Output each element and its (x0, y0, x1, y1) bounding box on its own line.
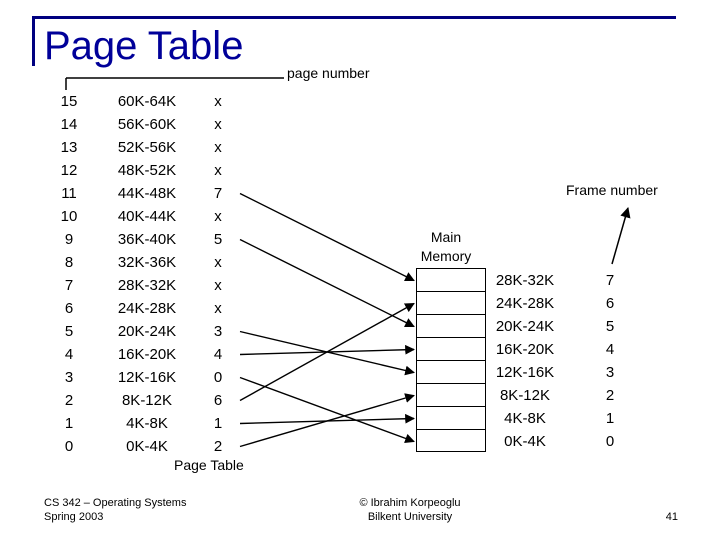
memory-range-label: 20K-24K (495, 318, 555, 335)
frame-number-cell: 7 (213, 185, 223, 202)
memory-slot (417, 269, 485, 292)
page-number-cell: 3 (64, 369, 74, 386)
footer-course: CS 342 – Operating Systems (44, 497, 187, 509)
memory-slot (417, 338, 485, 361)
frame-number-cell: x (214, 116, 222, 133)
page-to-frame-arrow (239, 413, 415, 425)
frame-number-cell: x (214, 162, 222, 179)
title-rule-horizontal (32, 16, 676, 19)
page-to-frame-arrow (239, 344, 415, 356)
frame-number-arrow (611, 206, 631, 265)
memory-slot (417, 407, 485, 430)
page-table-caption: Page Table (174, 457, 244, 473)
page-to-frame-arrow (239, 302, 415, 402)
page-to-frame-arrow (239, 192, 415, 282)
page-number-cell: 0 (64, 438, 74, 455)
address-range-cell: 0K-4K (126, 438, 168, 455)
mapping-arrows (239, 192, 415, 448)
memory-frame-label: 1 (605, 410, 615, 427)
address-range-cell: 40K-44K (117, 208, 177, 225)
page-number-label: page number (287, 65, 370, 81)
memory-frame-label: 0 (605, 433, 615, 450)
page-to-frame-arrow (239, 376, 415, 444)
memory-slot (417, 361, 485, 384)
page-number-cell: 9 (64, 231, 74, 248)
footer-page-number: 41 (665, 511, 678, 523)
memory-frame-label: 4 (605, 341, 615, 358)
page-number-cell: 11 (61, 185, 77, 202)
frame-number-cell: x (214, 277, 222, 294)
memory-range-label: 8K-12K (499, 387, 551, 404)
memory-slot (417, 384, 485, 407)
memory-range-label: 16K-20K (495, 341, 555, 358)
main-memory-box (416, 268, 486, 452)
address-range-cell: 12K-16K (117, 369, 177, 386)
page-number-cell: 6 (64, 300, 74, 317)
page-number-cell: 12 (60, 162, 78, 179)
title-rule-vertical (32, 16, 35, 66)
page-to-frame-arrow (239, 393, 415, 448)
memory-frame-label: 2 (605, 387, 615, 404)
frame-number-cell: 5 (213, 231, 223, 248)
page-number-cell: 1 (64, 415, 74, 432)
frame-number-cell: x (214, 254, 222, 271)
address-range-cell: 32K-36K (117, 254, 177, 271)
page-number-cell: 10 (60, 208, 78, 225)
address-range-cell: 48K-52K (117, 162, 177, 179)
address-range-cell: 56K-60K (117, 116, 177, 133)
page-number-cell: 2 (64, 392, 74, 409)
address-range-cell: 28K-32K (117, 277, 177, 294)
memory-slot (417, 430, 485, 453)
frame-number-cell: 4 (213, 346, 223, 363)
page-number-cell: 15 (60, 93, 78, 110)
memory-range-label: 0K-4K (504, 433, 546, 450)
frame-number-cell: 1 (213, 415, 223, 432)
frame-number-cell: 0 (213, 369, 223, 386)
footer-term: Spring 2003 (44, 511, 104, 523)
main-memory-label: Main Memory (420, 229, 472, 264)
address-range-cell: 44K-48K (117, 185, 177, 202)
page-number-cell: 14 (60, 116, 78, 133)
address-range-cell: 60K-64K (117, 93, 177, 110)
address-range-cell: 24K-28K (117, 300, 177, 317)
page-number-cell: 13 (60, 139, 78, 156)
address-range-cell: 8K-12K (121, 392, 173, 409)
footer-author: © Ibrahim Korpeoglu (359, 497, 461, 509)
page-number-cell: 5 (64, 323, 74, 340)
memory-range-label: 24K-28K (495, 295, 555, 312)
frame-number-cell: 3 (213, 323, 223, 340)
frame-number-cell: x (214, 93, 222, 110)
frame-number-cell: 2 (213, 438, 223, 455)
memory-slot (417, 315, 485, 338)
address-range-cell: 16K-20K (117, 346, 177, 363)
frame-number-cell: x (214, 208, 222, 225)
page-to-frame-arrow (239, 238, 415, 328)
memory-slot (417, 292, 485, 315)
memory-frame-label: 5 (605, 318, 615, 335)
page-to-frame-arrow (239, 330, 415, 376)
page-number-cell: 4 (64, 346, 74, 363)
slide-title: Page Table (44, 24, 244, 68)
memory-range-label: 28K-32K (495, 272, 555, 289)
footer-institution: Bilkent University (367, 511, 453, 523)
memory-frame-label: 7 (605, 272, 615, 289)
frame-number-cell: x (214, 139, 222, 156)
memory-frame-label: 3 (605, 364, 615, 381)
address-range-cell: 20K-24K (117, 323, 177, 340)
frame-number-label: Frame number (566, 182, 658, 198)
frame-number-cell: 6 (213, 392, 223, 409)
page-number-cell: 7 (64, 277, 74, 294)
address-range-cell: 4K-8K (126, 415, 168, 432)
memory-range-label: 12K-16K (495, 364, 555, 381)
memory-range-label: 4K-8K (504, 410, 546, 427)
address-range-cell: 36K-40K (117, 231, 177, 248)
frame-number-cell: x (214, 300, 222, 317)
memory-frame-label: 6 (605, 295, 615, 312)
page-number-cell: 8 (64, 254, 74, 271)
address-range-cell: 52K-56K (117, 139, 177, 156)
